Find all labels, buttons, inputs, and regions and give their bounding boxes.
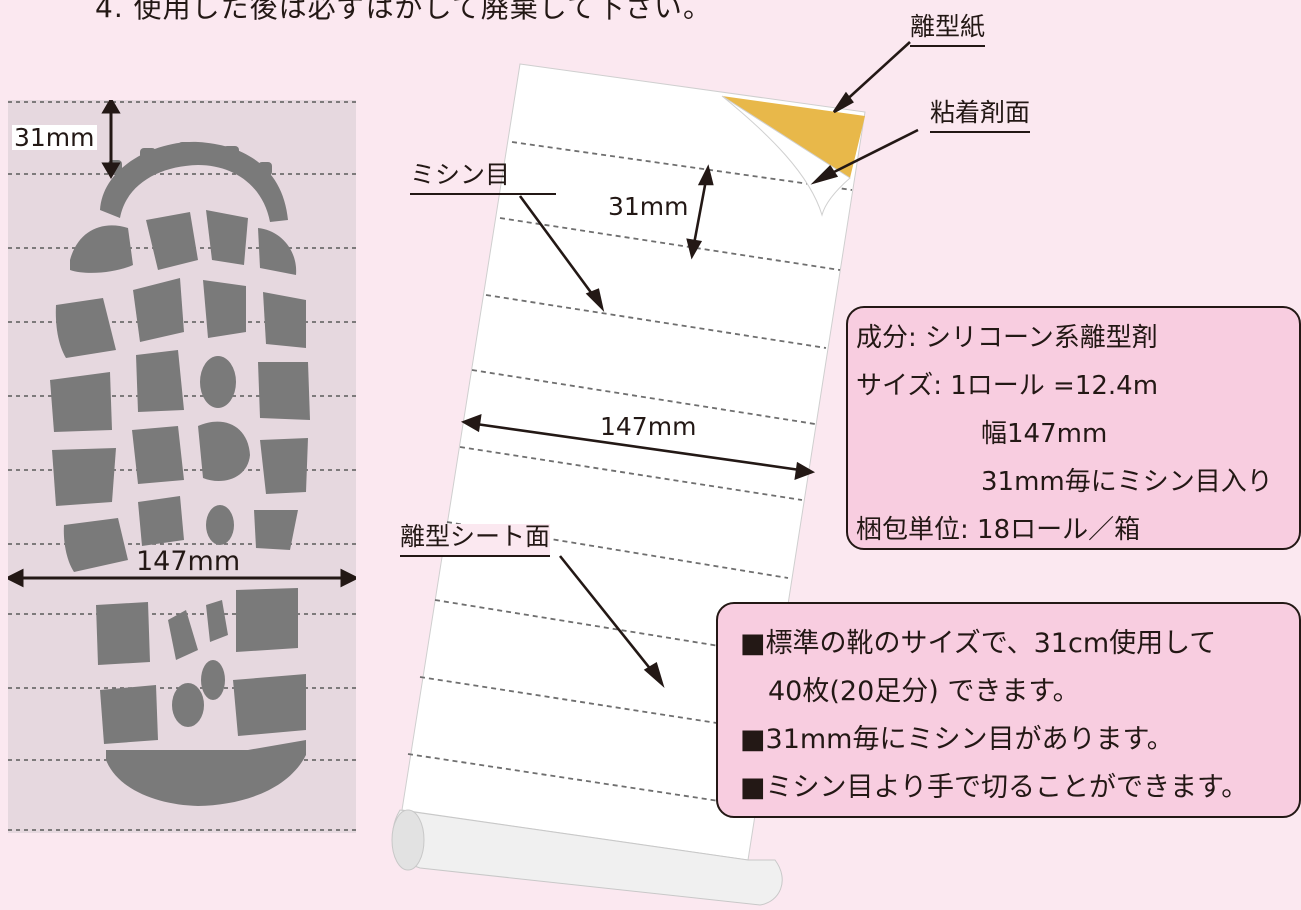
spec-box: 成分: シリコーン系離型剤 サイズ: 1ロール =12.4m 幅147mm 31… [846,306,1301,550]
roll-end [391,809,425,871]
label-perforation: ミシン目 [410,162,557,195]
note-1-line-2: 40枚(20足分) できます。 [768,676,1080,707]
shoe-front-tread [50,141,310,806]
spec-packing: 梱包単位: 18ロール／箱 [856,515,1141,545]
sheet-perforations [407,141,853,807]
note-2: ■31mm毎にミシン目があります。 [740,724,1174,755]
spec-width: 幅147mm [981,419,1108,449]
annotation-arrows [460,41,919,688]
label-roll-width: 147mm [598,412,699,441]
label-roll-height: 31mm [606,192,691,221]
adhesive-surface [722,96,865,178]
label-sheet-surface: 離型シート面 [400,524,551,557]
shoe-height-label: 31mm [12,123,97,152]
spec-size: サイズ: 1ロール =12.4m [856,371,1159,401]
spec-perforation: 31mm毎にミシン目入り [981,467,1273,497]
shoe-tread-drawing [4,97,360,831]
dimension-arrows [4,97,360,588]
shoe-width-label: 147mm [136,546,241,577]
shoe-tread-panel: 31mm 147mm [4,97,360,833]
label-adhesive-surface: 粘着剤面 [930,100,1031,133]
notes-box: ■標準の靴のサイズで、31cm使用して 40枚(20足分) できます。 ■31m… [716,602,1301,818]
release-paper-curl [721,95,851,217]
note-3: ■ミシン目より手で切ることができます。 [740,772,1249,803]
label-release-paper: 離型紙 [910,14,986,47]
note-1-line-1: ■標準の靴のサイズで、31cm使用して [740,628,1217,659]
instruction-text: 4. 使用した後は必ずはがして廃棄して下さい。 [95,0,712,24]
spec-component: 成分: シリコーン系離型剤 [856,323,1158,353]
